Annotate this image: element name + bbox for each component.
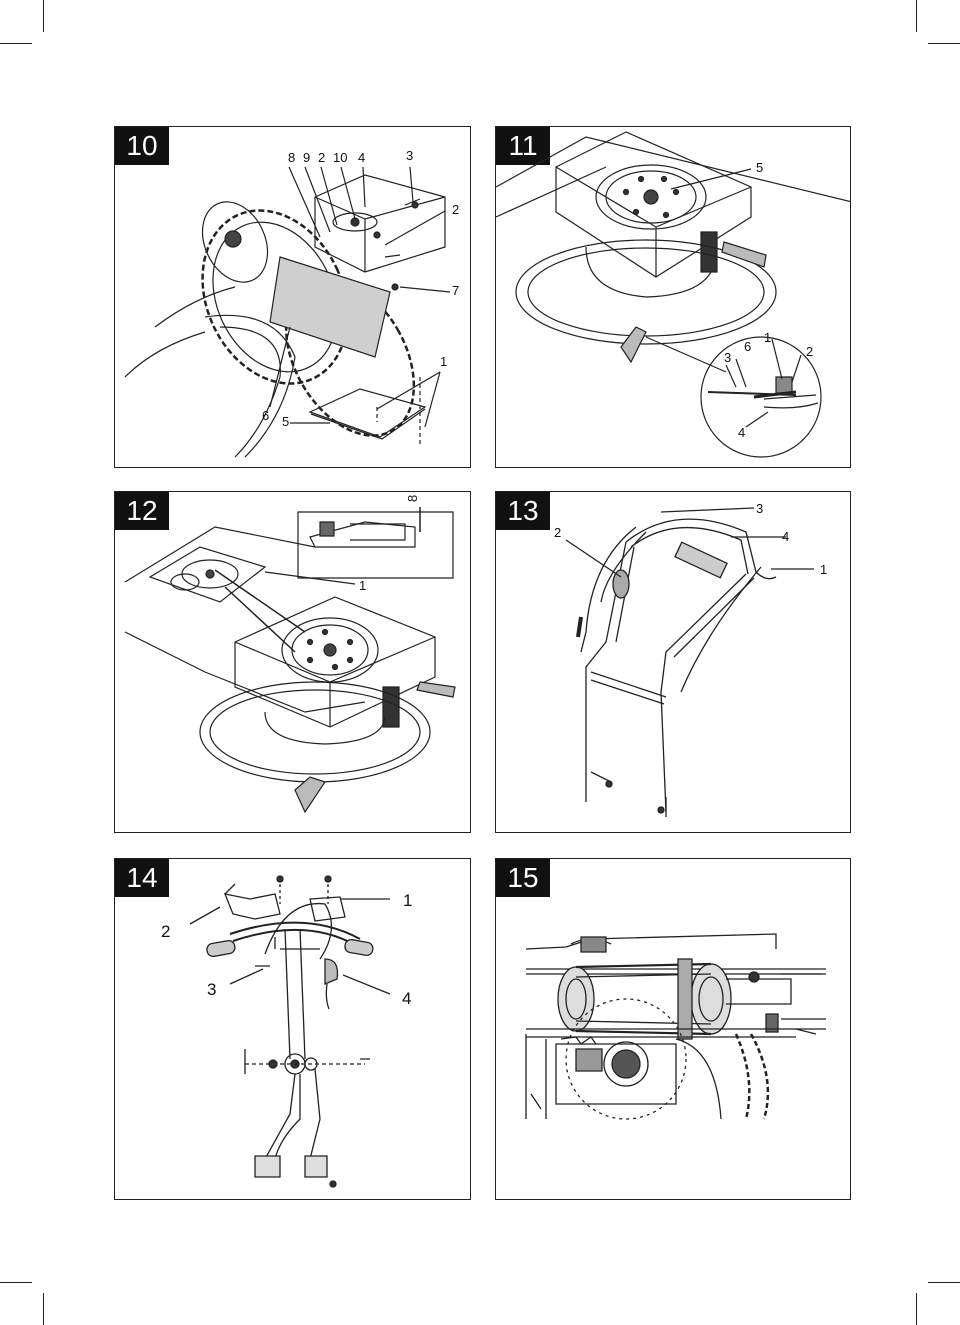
callout-label: 10 <box>333 150 348 165</box>
callout-label: 9 <box>303 150 311 165</box>
callout-label: 8 <box>405 494 420 502</box>
callout-label: 2 <box>452 202 460 217</box>
figure-14-panel: 14 <box>114 858 471 1200</box>
figure-13-panel: 13 3 2 4 1 <box>495 491 851 833</box>
crop-mark <box>43 1293 44 1325</box>
wheel-assembly-illustration <box>115 127 471 468</box>
figure-number-badge: 13 <box>496 492 550 530</box>
belt-drive-illustration <box>115 492 471 833</box>
callout-label: 4 <box>738 425 746 440</box>
callout-label: 1 <box>403 891 413 910</box>
callout-label: 1 <box>764 330 772 345</box>
callout-label: 6 <box>262 408 270 423</box>
callout-label: 6 <box>744 339 752 354</box>
callout-label: 2 <box>806 344 814 359</box>
figure-12-panel: 12 8 1 <box>114 491 471 833</box>
callout-label: 5 <box>282 414 290 429</box>
callout-label: 1 <box>820 562 828 577</box>
figure-number-badge: 10 <box>115 127 169 165</box>
crop-mark <box>0 43 32 44</box>
crop-mark <box>916 0 917 32</box>
drive-belt-section-illustration <box>496 859 851 1200</box>
callout-label: 1 <box>359 578 367 593</box>
figure-number-badge: 14 <box>115 859 169 897</box>
callout-label: 2 <box>554 525 562 540</box>
callout-label: 3 <box>406 148 414 163</box>
callout-label: 2 <box>161 922 171 941</box>
callout-label: 4 <box>782 529 790 544</box>
blade-disc-illustration <box>496 127 851 468</box>
callout-label: 4 <box>402 989 412 1008</box>
callout-label: 7 <box>452 283 460 298</box>
crop-mark <box>0 1282 32 1283</box>
exploded-handle-illustration <box>115 859 471 1200</box>
figure-number-badge: 11 <box>496 127 550 165</box>
callout-label: 3 <box>756 501 764 516</box>
figure-10-panel: 10 <box>114 126 471 468</box>
crop-mark <box>916 1293 917 1325</box>
callout-label: 2 <box>318 150 326 165</box>
callout-label: 3 <box>724 350 732 365</box>
callout-label: 8 <box>288 150 296 165</box>
crop-mark <box>928 1282 960 1283</box>
figure-15-panel: 15 <box>495 858 851 1200</box>
callout-label: 3 <box>207 980 217 999</box>
figure-11-panel: 11 5 1 3 <box>495 126 851 468</box>
handlebar-cables-illustration <box>496 492 851 833</box>
crop-mark <box>43 0 44 32</box>
figure-number-badge: 15 <box>496 859 550 897</box>
crop-mark <box>928 43 960 44</box>
callout-label: 4 <box>358 150 366 165</box>
callout-label: 5 <box>756 160 764 175</box>
callout-label: 1 <box>440 354 448 369</box>
figure-number-badge: 12 <box>115 492 169 530</box>
